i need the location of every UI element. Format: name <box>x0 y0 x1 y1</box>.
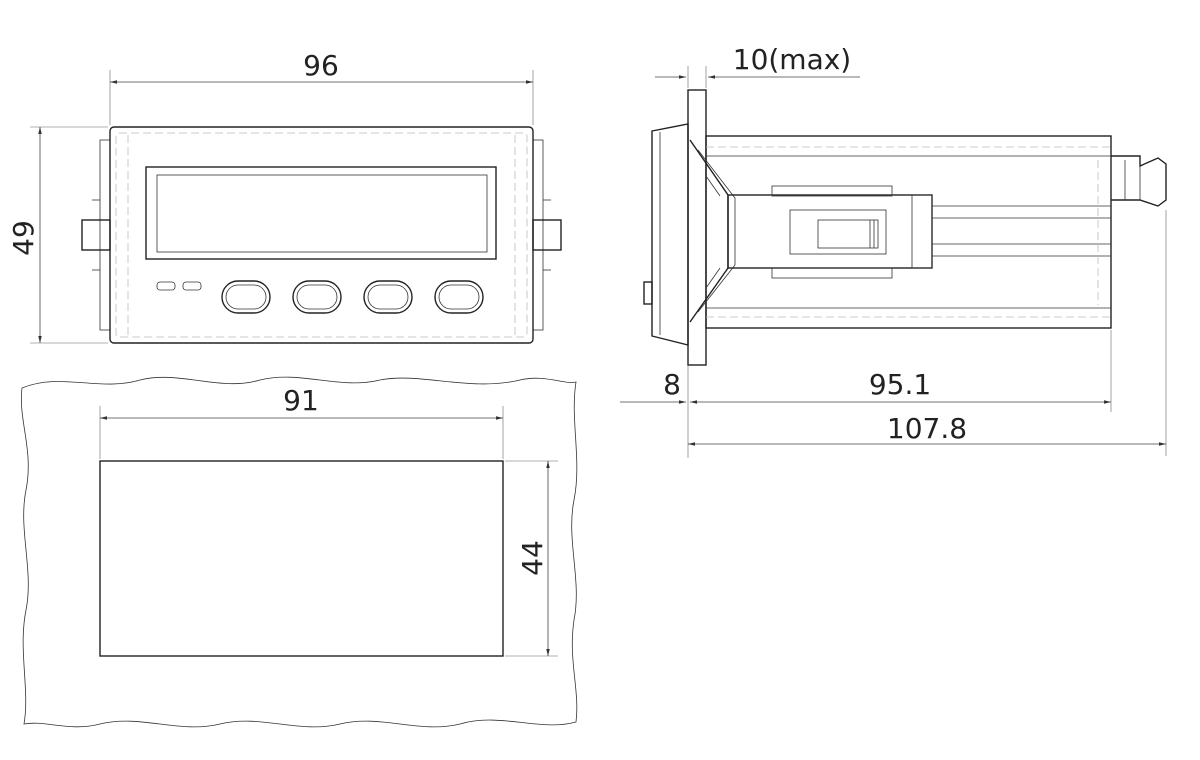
dim-body-length: 95.1 <box>690 330 1112 412</box>
panel-cutout-view: 91 44 <box>20 376 578 728</box>
side-button-stub <box>643 281 653 305</box>
label-front-width: 96 <box>303 49 339 82</box>
front-button-1 <box>221 280 271 314</box>
rear-connector <box>1111 155 1167 207</box>
front-view: 96 49 <box>7 49 562 344</box>
panel-outline <box>20 376 578 728</box>
led-indicator-1 <box>156 281 176 291</box>
front-button-3 <box>363 280 413 314</box>
left-mounting-clip <box>81 139 111 331</box>
right-mounting-clip <box>532 139 562 331</box>
label-cutout-height: 44 <box>516 540 549 576</box>
dim-cutout-height: 44 <box>505 460 558 657</box>
dim-front-height: 49 <box>7 126 108 344</box>
front-bezel <box>109 126 534 344</box>
front-button-4 <box>434 280 484 314</box>
label-bezel-depth: 10(max) <box>733 43 851 76</box>
side-bezel <box>651 123 689 346</box>
front-button-2 <box>292 280 342 314</box>
side-view: 10(max) 8 95.1 107.8 <box>620 43 1167 458</box>
cutout-rectangle <box>99 460 504 657</box>
display-window <box>145 166 497 260</box>
dim-cutout-width: 91 <box>99 384 504 459</box>
housing-body <box>705 135 1112 329</box>
label-body-length: 95.1 <box>869 368 931 401</box>
dim-panel-thickness: 8 <box>620 365 689 458</box>
latch-body <box>727 194 933 269</box>
dim-front-width: 96 <box>109 49 534 125</box>
dim-total-length: 107.8 <box>688 210 1167 456</box>
dim-bezel-depth: 10(max) <box>655 43 860 88</box>
label-front-height: 49 <box>7 220 40 256</box>
label-cutout-width: 91 <box>283 384 319 417</box>
panel-section <box>687 89 707 366</box>
label-total-length: 107.8 <box>887 412 967 445</box>
label-panel-thickness: 8 <box>663 368 681 401</box>
led-indicator-2 <box>182 281 202 291</box>
